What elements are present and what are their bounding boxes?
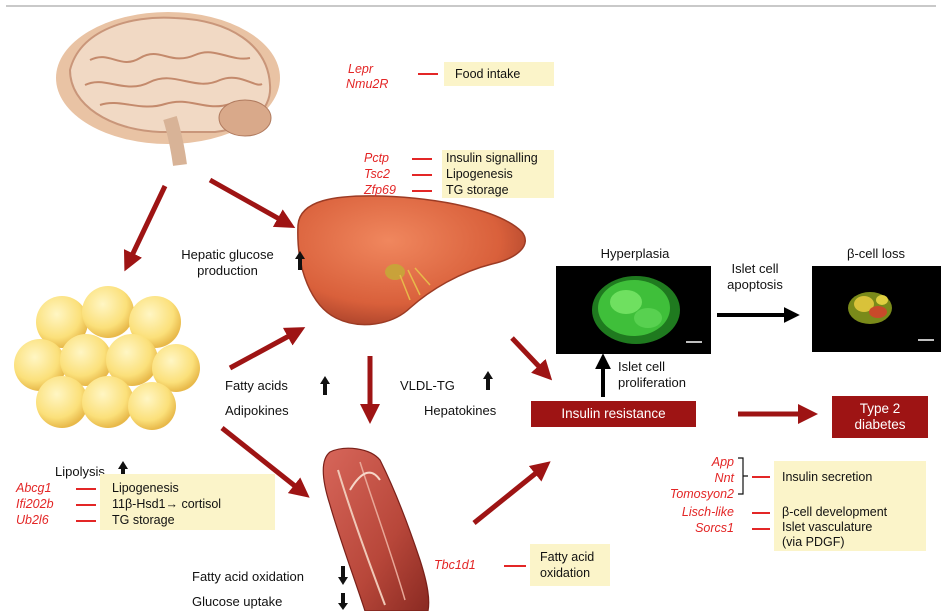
gene-link <box>412 174 432 176</box>
gene-zfp69: Zfp69 <box>364 183 396 197</box>
effect-lipogenesis: Lipogenesis <box>112 481 179 495</box>
effect-beta-cell-development: β-cell development <box>782 505 887 519</box>
gene-link <box>76 488 96 490</box>
gene-link <box>504 565 526 567</box>
effect-oxidation: oxidation <box>540 566 590 580</box>
label-adipokines: Adipokines <box>225 403 289 419</box>
label-lipolysis: Lipolysis <box>55 464 105 480</box>
effect-fatty-acid: Fatty acid <box>540 550 594 564</box>
brain-illustration <box>56 12 280 165</box>
gene-tomosyon2: Tomosyon2 <box>620 487 734 501</box>
label-diabetes: diabetes <box>832 417 928 433</box>
label-proliferation: proliferation <box>618 375 686 391</box>
gene-lepr: Lepr <box>348 62 373 76</box>
up-arrow-icon <box>483 371 493 390</box>
gene-lisch-like: Lisch-like <box>620 505 734 519</box>
label-islet-cell: Islet cell <box>710 261 800 277</box>
label-islet-cell: Islet cell <box>618 359 665 375</box>
label-apoptosis: apoptosis <box>710 277 800 293</box>
gene-app: App <box>698 455 734 469</box>
effect-tg-storage: TG storage <box>446 183 509 197</box>
beta-cell-loss-image <box>812 266 941 352</box>
effect-insulin-secretion: Insulin secretion <box>782 470 872 484</box>
label-fatty-acids: Fatty acids <box>225 378 288 394</box>
gene-link <box>752 512 770 514</box>
effect-via-pdgf: (via PDGF) <box>782 535 845 549</box>
label-fatty-acid-oxidation: Fatty acid oxidation <box>192 569 304 585</box>
gene-bracket <box>738 458 748 494</box>
label-glucose-uptake: Glucose uptake <box>192 594 282 610</box>
gene-ifi202b: Ifi202b <box>16 497 54 511</box>
gene-link <box>752 528 770 530</box>
label-hepatic-glucose: Hepatic glucose <box>160 247 295 263</box>
gene-sorcs1: Sorcs1 <box>620 521 734 535</box>
gene-link <box>412 158 432 160</box>
gene-link <box>76 520 96 522</box>
label-vldl-tg: VLDL-TG <box>400 378 455 394</box>
hyperplasia-image <box>556 266 711 354</box>
gene-ub2l6: Ub2l6 <box>16 513 49 527</box>
gene-nnt: Nnt <box>698 471 734 485</box>
effect-cortisol: 11β-Hsd1→ cortisol <box>112 497 221 511</box>
muscle-illustration <box>323 448 428 611</box>
down-arrow-icon <box>338 593 348 610</box>
adipose-tissue-illustration <box>14 286 200 430</box>
islet-micrograph <box>812 266 941 352</box>
up-arrow-icon <box>320 376 330 395</box>
label-hepatokines: Hepatokines <box>424 403 496 419</box>
gene-tbc1d1: Tbc1d1 <box>434 558 476 572</box>
gene-nmu2r: Nmu2R <box>346 77 388 91</box>
label-beta-cell-loss: β-cell loss <box>812 246 940 262</box>
gene-link <box>76 504 96 506</box>
insulin-resistance-box: Insulin resistance <box>531 401 696 427</box>
label-production: production <box>160 263 295 279</box>
gene-tsc2: Tsc2 <box>364 167 390 181</box>
islet-micrograph <box>556 266 711 354</box>
effect-insulin-signalling: Insulin signalling <box>446 151 538 165</box>
label-type-2: Type 2 <box>832 401 928 417</box>
liver-illustration <box>298 196 525 325</box>
gene-pctp: Pctp <box>364 151 389 165</box>
gene-link <box>418 73 438 75</box>
label-hyperplasia: Hyperplasia <box>560 246 710 262</box>
effect-food-intake: Food intake <box>455 67 520 81</box>
gene-link <box>412 190 432 192</box>
down-arrow-icon <box>338 566 348 585</box>
effect-tg-storage: TG storage <box>112 513 175 527</box>
effect-islet-vasculature: Islet vasculature <box>782 520 872 534</box>
gene-link <box>752 476 770 478</box>
gene-abcg1: Abcg1 <box>16 481 51 495</box>
type2-diabetes-box: Type 2 diabetes <box>832 396 928 438</box>
effect-lipogenesis: Lipogenesis <box>446 167 513 181</box>
